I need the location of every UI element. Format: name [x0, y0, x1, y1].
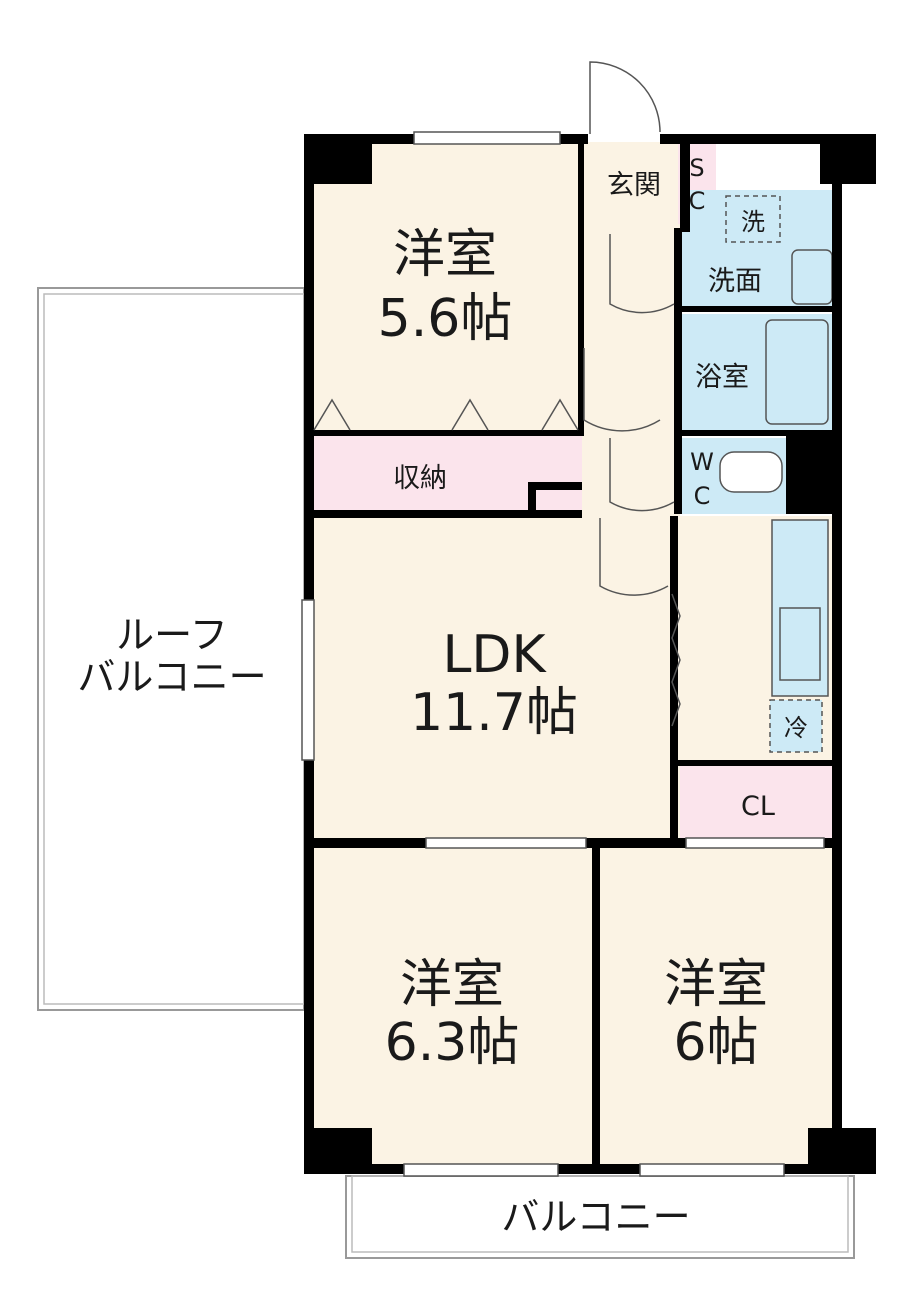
entrance-label: 玄関	[607, 170, 661, 201]
roof-balcony-label-2: バルコニー	[77, 655, 266, 699]
toilet-label-2: C	[694, 482, 711, 510]
kitchen-sink	[779, 607, 821, 681]
washbasin	[791, 249, 833, 305]
storage-label: 収納	[393, 463, 447, 494]
shoe-closet-label-1: S	[689, 154, 704, 182]
bedroom-right-name: 洋室	[664, 955, 768, 1015]
bedroom-top-size: 5.6帖	[378, 289, 513, 349]
closet-room	[680, 766, 834, 838]
washer-space	[725, 195, 781, 243]
toilet-fixture	[719, 451, 783, 493]
washer-label: 洗	[741, 208, 765, 236]
roof-balcony	[37, 287, 305, 1011]
bottom-balcony	[345, 1175, 855, 1259]
bedroom-left-name: 洋室	[400, 955, 504, 1015]
bedroom-left-room	[312, 848, 596, 1164]
bedroom-left-size: 6.3帖	[385, 1013, 520, 1073]
bedroom-top-room	[312, 142, 582, 434]
bathtub	[765, 319, 829, 425]
door-swings	[313, 61, 681, 727]
bathroom-label: 浴室	[695, 362, 749, 393]
bottom-balcony-label: バルコニー	[501, 1195, 690, 1239]
bedroom-right-room	[600, 848, 832, 1164]
roof-balcony-label-1: ルーフ	[116, 613, 228, 657]
ldk-size: 11.7帖	[410, 683, 578, 743]
closet-label: CL	[741, 791, 775, 822]
washroom-label: 洗面	[708, 266, 762, 297]
toilet-label-1: W	[690, 448, 714, 476]
hall-room	[582, 142, 680, 516]
fridge-label: 冷	[784, 714, 808, 742]
bedroom-top-name: 洋室	[393, 225, 497, 285]
windows	[301, 131, 825, 1177]
ldk-name: LDK	[442, 625, 547, 685]
shoe-closet-label-2: C	[689, 187, 706, 215]
fridge-space	[769, 699, 823, 753]
storage-room	[312, 434, 582, 512]
bedroom-right-size: 6帖	[673, 1013, 758, 1073]
